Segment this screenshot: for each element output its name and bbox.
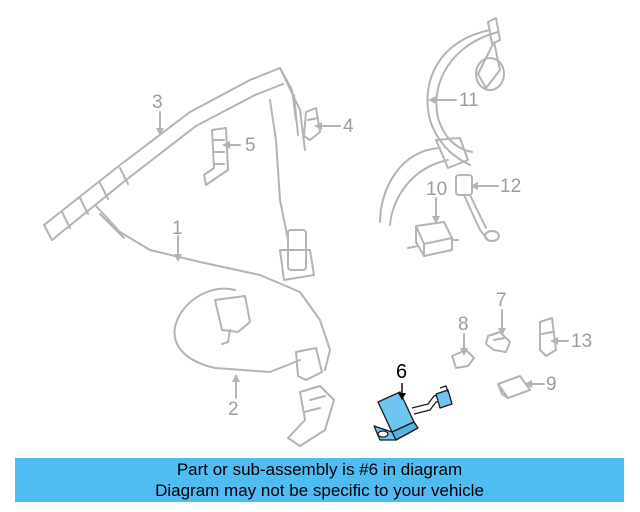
callout-5: 5 xyxy=(245,135,256,156)
part-1-2-harness xyxy=(95,205,335,447)
part-13-bracket xyxy=(539,317,557,357)
callout-11: 11 xyxy=(459,90,479,111)
callout-6-highlighted: 6 xyxy=(396,361,408,383)
callout-7: 7 xyxy=(496,290,507,311)
banner-line-disclaimer: Diagram may not be specific to your vehi… xyxy=(155,481,484,500)
callout-3: 3 xyxy=(152,92,163,113)
leader-arrowheads xyxy=(156,96,558,388)
callout-10: 10 xyxy=(426,179,448,200)
callout-1: 1 xyxy=(172,218,183,239)
callout-2: 2 xyxy=(228,399,239,420)
callout-9: 9 xyxy=(546,374,557,395)
part-6-leader-arrow xyxy=(398,383,406,400)
part-7-clip xyxy=(485,331,511,353)
callout-8: 8 xyxy=(458,314,469,335)
callout-13: 13 xyxy=(571,331,593,352)
info-banner: Part or sub-assembly is #6 in diagram Di… xyxy=(15,458,624,502)
part-6-sensor-highlighted xyxy=(373,385,453,441)
part-11-seat-belt xyxy=(379,17,505,226)
callout-4: 4 xyxy=(343,116,354,137)
leader-lines xyxy=(159,99,569,399)
part-12-buckle xyxy=(455,174,500,242)
part-10-block xyxy=(407,221,459,257)
part-5-bracket xyxy=(203,127,229,186)
callout-12: 12 xyxy=(500,176,522,197)
part-4-clip xyxy=(303,107,321,141)
banner-line-part-number: Part or sub-assembly is #6 in diagram xyxy=(176,460,463,479)
part-9-pad xyxy=(497,375,531,399)
